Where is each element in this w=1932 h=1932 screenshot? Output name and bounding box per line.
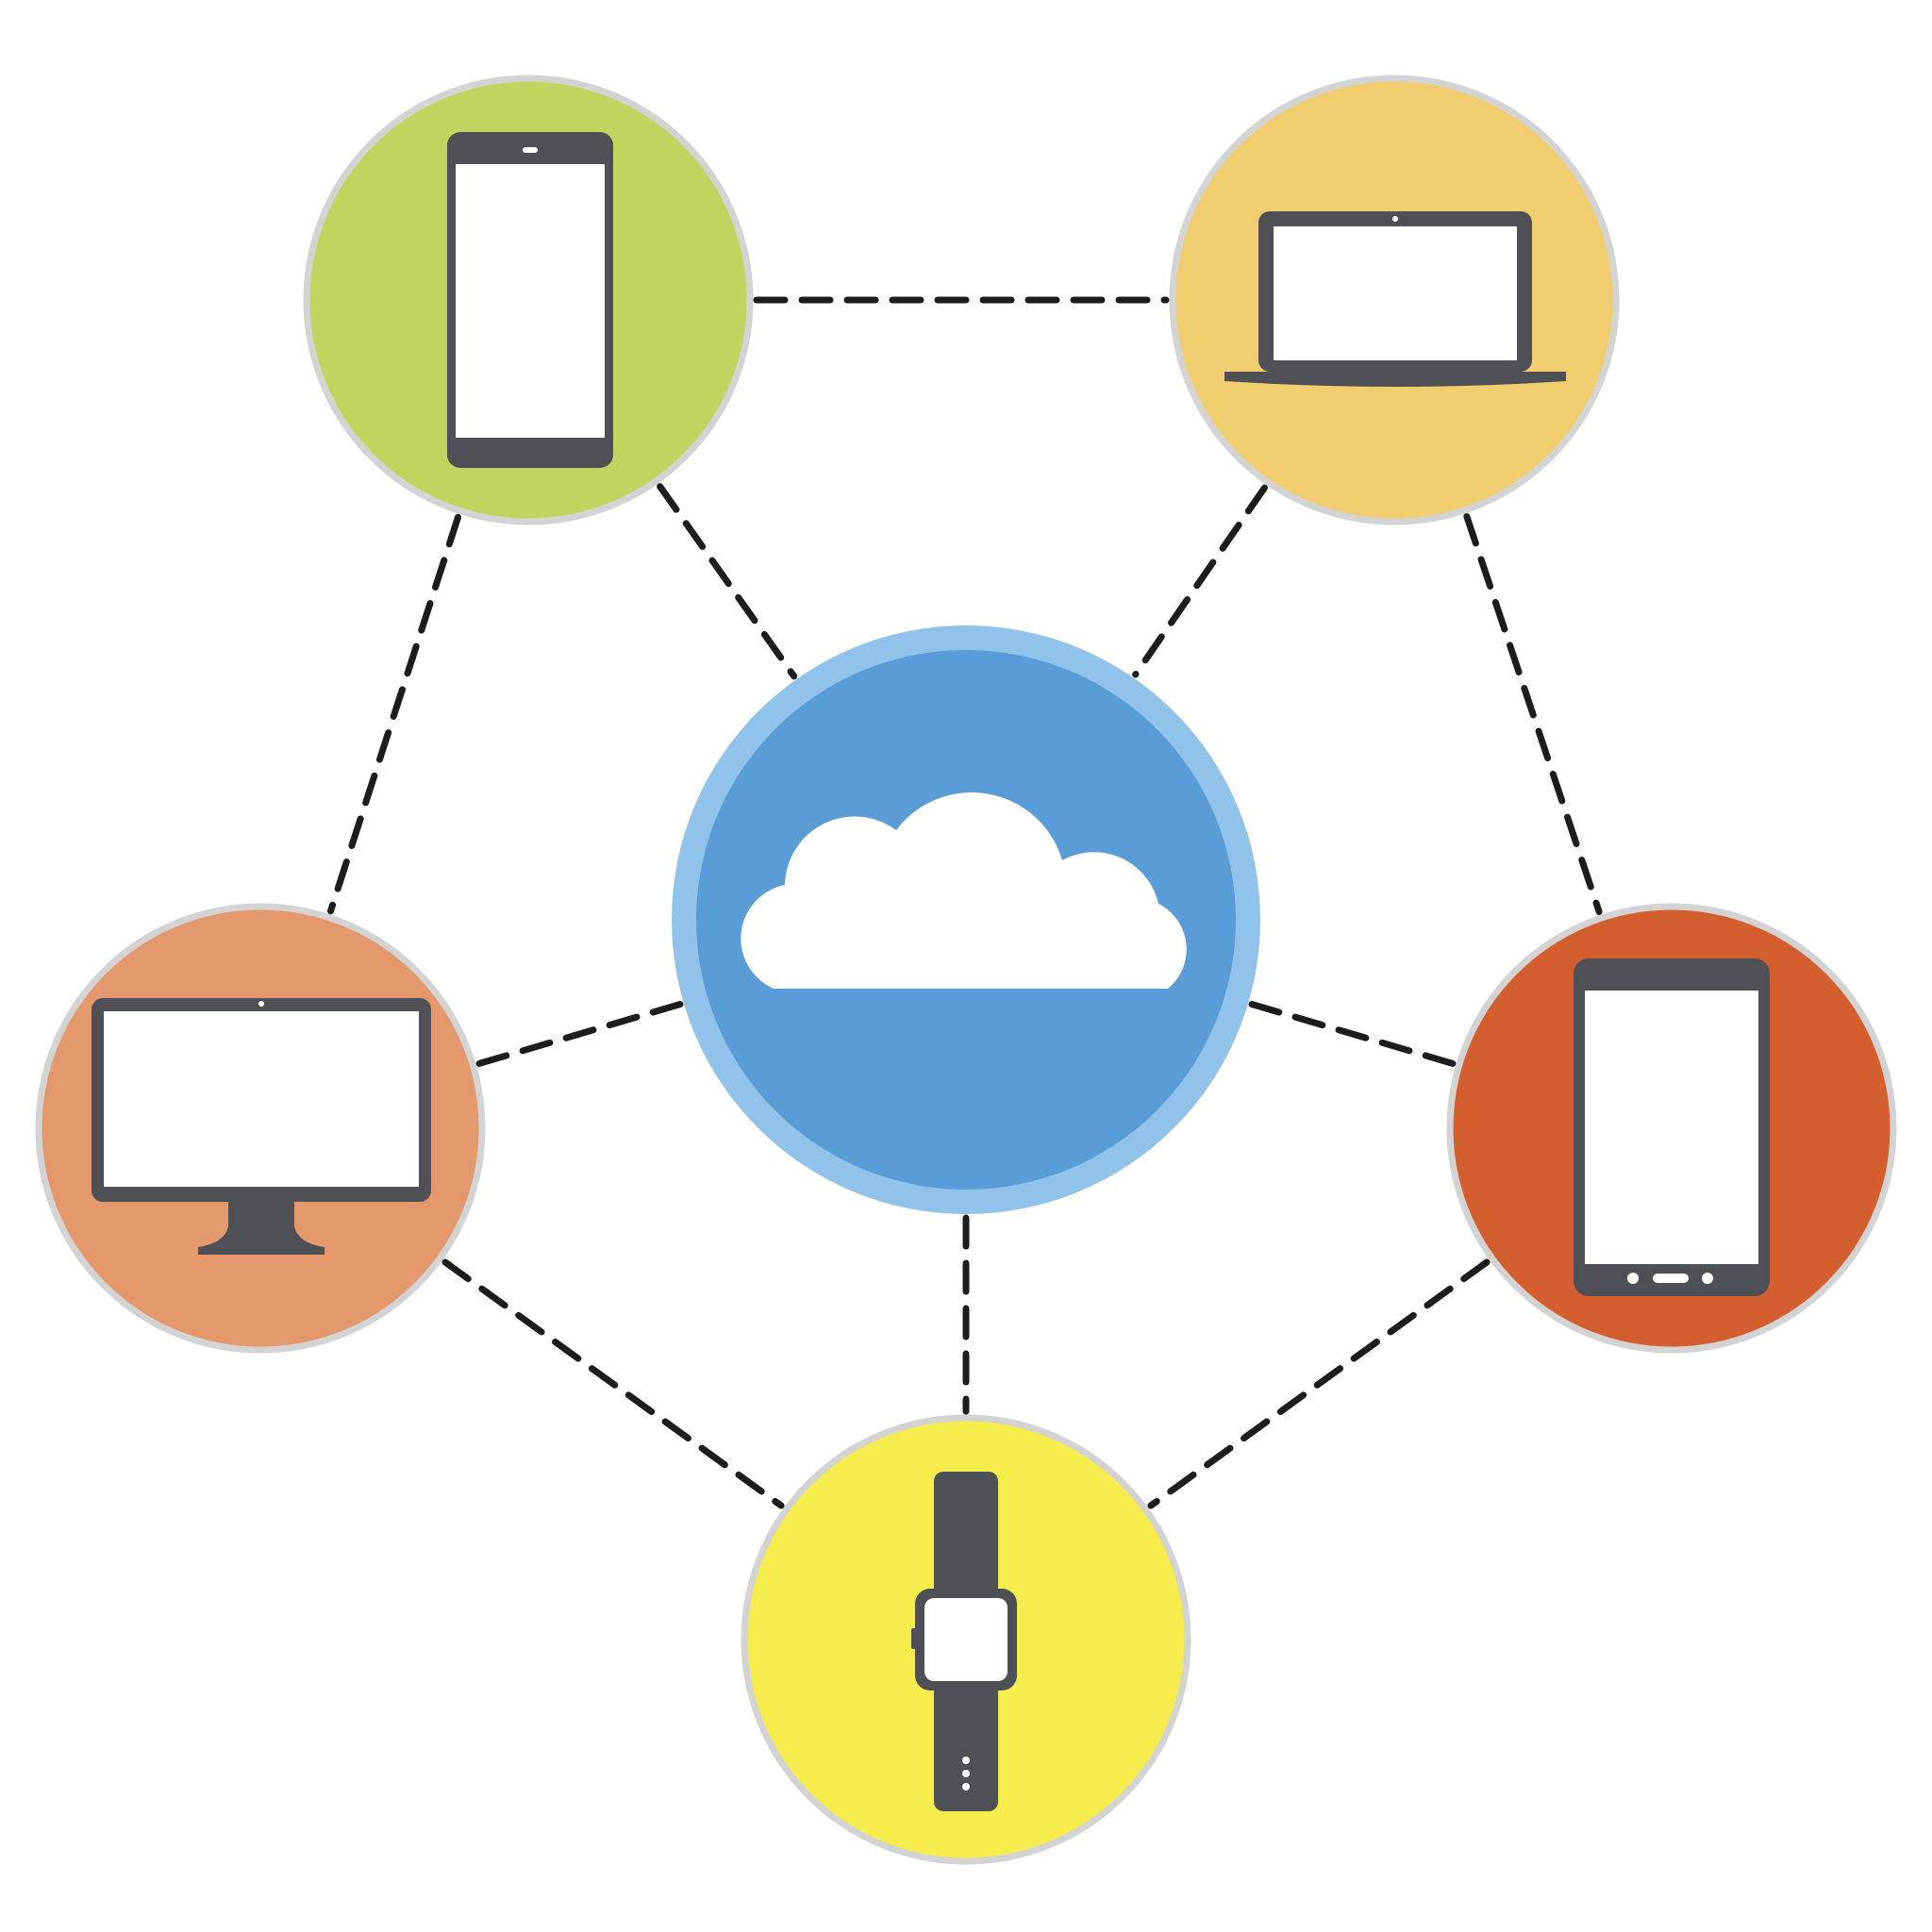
node-smartwatch [741,1414,1191,1865]
link-laptop-cloud [1132,484,1268,678]
link-tablet-smartwatch [1147,1258,1491,1509]
smartphone-icon [447,132,613,468]
smartwatch-icon [911,1472,1017,1811]
desktop-monitor-icon [92,998,431,1255]
link-desktop-cloud [475,1001,684,1067]
link-smartphone-cloud [657,483,798,680]
link-desktop-smartwatch [441,1258,785,1509]
node-desktop [35,903,486,1354]
tablet-icon [1574,958,1770,1296]
laptop-icon [1224,211,1566,387]
link-laptop-tablet [1463,512,1603,916]
connection-links [326,296,1603,1509]
node-tablet [1446,903,1897,1354]
node-smartphone [303,75,754,525]
link-smartphone-desktop [326,513,462,915]
node-cloud-hub [672,625,1260,1214]
node-laptop [1169,75,1620,525]
link-tablet-cloud [1248,1001,1457,1067]
cloud-icon [741,792,1187,989]
